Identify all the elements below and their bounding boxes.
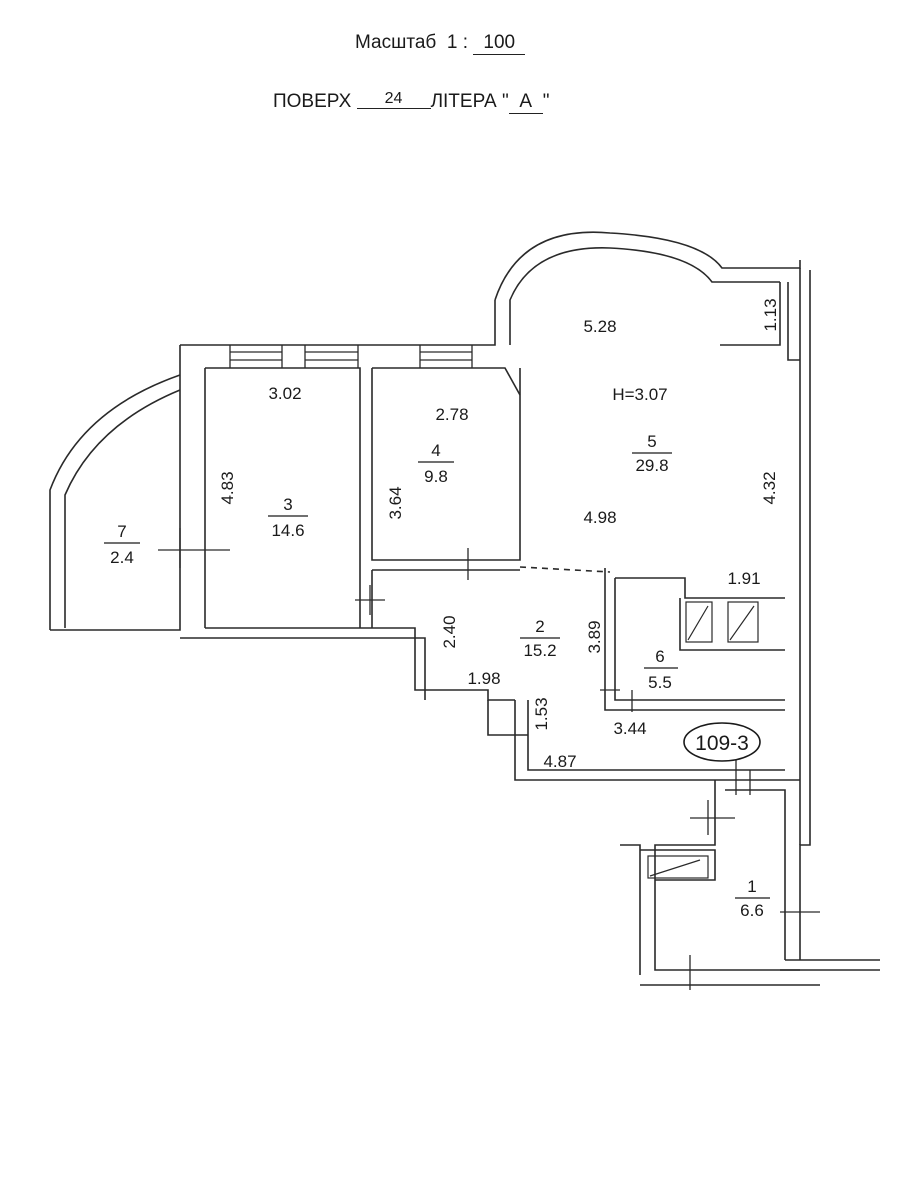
dimension-1-13: 1.13 <box>761 298 780 331</box>
dimension-1-53: 1.53 <box>532 697 551 730</box>
letter-label: ЛІТЕРА " <box>430 91 509 112</box>
scale-prefix: 1 : <box>446 32 468 53</box>
openings <box>158 345 820 990</box>
room-7-area: 2.4 <box>110 548 134 567</box>
dimension-3-89: 3.89 <box>585 620 604 653</box>
room-4-number: 4 <box>431 441 440 460</box>
walls <box>49 231 880 986</box>
room-1-number: 1 <box>747 877 756 896</box>
fixtures <box>647 601 759 879</box>
letter-close: " <box>542 91 550 112</box>
room-labels: 1 6.6 2 15.2 3 14.6 4 9.8 5 29.8 6 5.5 7… <box>104 432 770 920</box>
room-6-area: 5.5 <box>648 673 672 692</box>
room-4-area: 9.8 <box>424 467 448 486</box>
room-3-number: 3 <box>283 495 292 514</box>
dimension-3-64: 3.64 <box>386 486 405 519</box>
room-5-area: 29.8 <box>635 456 668 475</box>
dimension-4-98: 4.98 <box>583 508 616 527</box>
room-3-area: 14.6 <box>271 521 304 540</box>
dimension-2-40: 2.40 <box>440 615 459 648</box>
room-1-area: 6.6 <box>740 901 764 920</box>
dimension-3-44: 3.44 <box>613 719 646 738</box>
room-6-number: 6 <box>655 647 664 666</box>
dimension-2-78: 2.78 <box>435 405 468 424</box>
apartment-number: 109-3 <box>695 732 749 755</box>
dimension-4-32: 4.32 <box>760 471 779 504</box>
room-2-number: 2 <box>535 617 544 636</box>
ceiling-height: H=3.07 <box>612 385 667 404</box>
floor-value: 24 <box>356 90 431 109</box>
room-7-number: 7 <box>117 522 126 541</box>
dimension-4-83: 4.83 <box>218 471 237 504</box>
floor-label: ПОВЕРХ <box>273 91 352 112</box>
scale-value: 100 <box>473 32 526 55</box>
dimension-1-98: 1.98 <box>467 669 500 688</box>
dimension-labels: 5.28 1.13 3.02 2.78 4.83 3.64 4.32 4.98 … <box>218 298 780 771</box>
letter-value: А <box>508 91 543 114</box>
room-2-area: 15.2 <box>523 641 556 660</box>
scale-label: Масштаб <box>355 32 437 53</box>
apartment-number-oval <box>683 722 761 762</box>
dimension-4-87: 4.87 <box>543 752 576 771</box>
dimension-1-91: 1.91 <box>727 569 760 588</box>
dimension-3-02: 3.02 <box>268 384 301 403</box>
apartment-tag: 109-3 <box>683 722 761 762</box>
scale-line: Масштаб 1 : 100 <box>355 32 526 55</box>
dimension-5-28: 5.28 <box>583 317 616 336</box>
room-5-number: 5 <box>647 432 656 451</box>
